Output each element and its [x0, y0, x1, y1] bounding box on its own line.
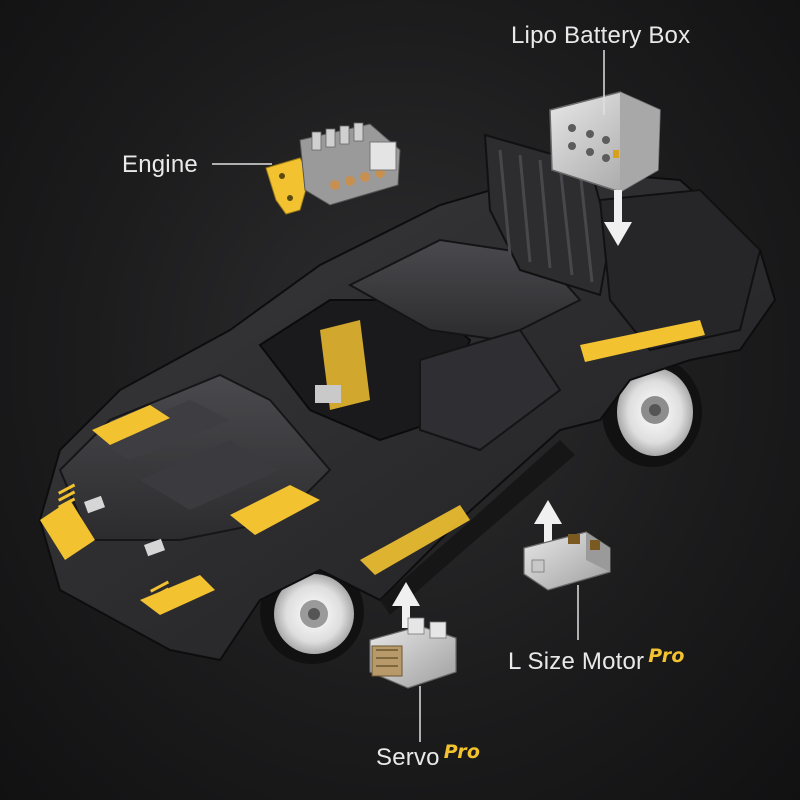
battery-box-icon — [549, 91, 661, 193]
battery-arrow-icon — [604, 190, 632, 246]
headlight-left — [84, 495, 106, 514]
hood-stripe-right — [230, 485, 320, 535]
car — [38, 133, 777, 664]
engine-icon — [265, 122, 401, 215]
motor-pro-badge: Pro — [648, 645, 685, 667]
side-stripe — [580, 320, 705, 362]
engine-label: Engine — [122, 151, 198, 179]
engine-label-text: Engine — [122, 151, 198, 178]
battery-label: Lipo Battery Box — [511, 22, 690, 50]
hood-stripe-left — [92, 405, 170, 445]
servo-pro-badge: Pro — [443, 741, 481, 763]
motor-icon — [523, 531, 611, 591]
motor-arrow-icon — [534, 500, 562, 550]
headlight-right — [144, 538, 166, 557]
servo-label-text: Servo — [376, 744, 440, 771]
front-wheel — [260, 560, 364, 664]
motor-label-text: L Size Motor — [508, 648, 645, 675]
servo-arrow-icon — [392, 582, 420, 628]
battery-label-text: Lipo Battery Box — [511, 22, 691, 49]
servo-icon — [369, 617, 457, 689]
front-vents — [57, 483, 170, 600]
